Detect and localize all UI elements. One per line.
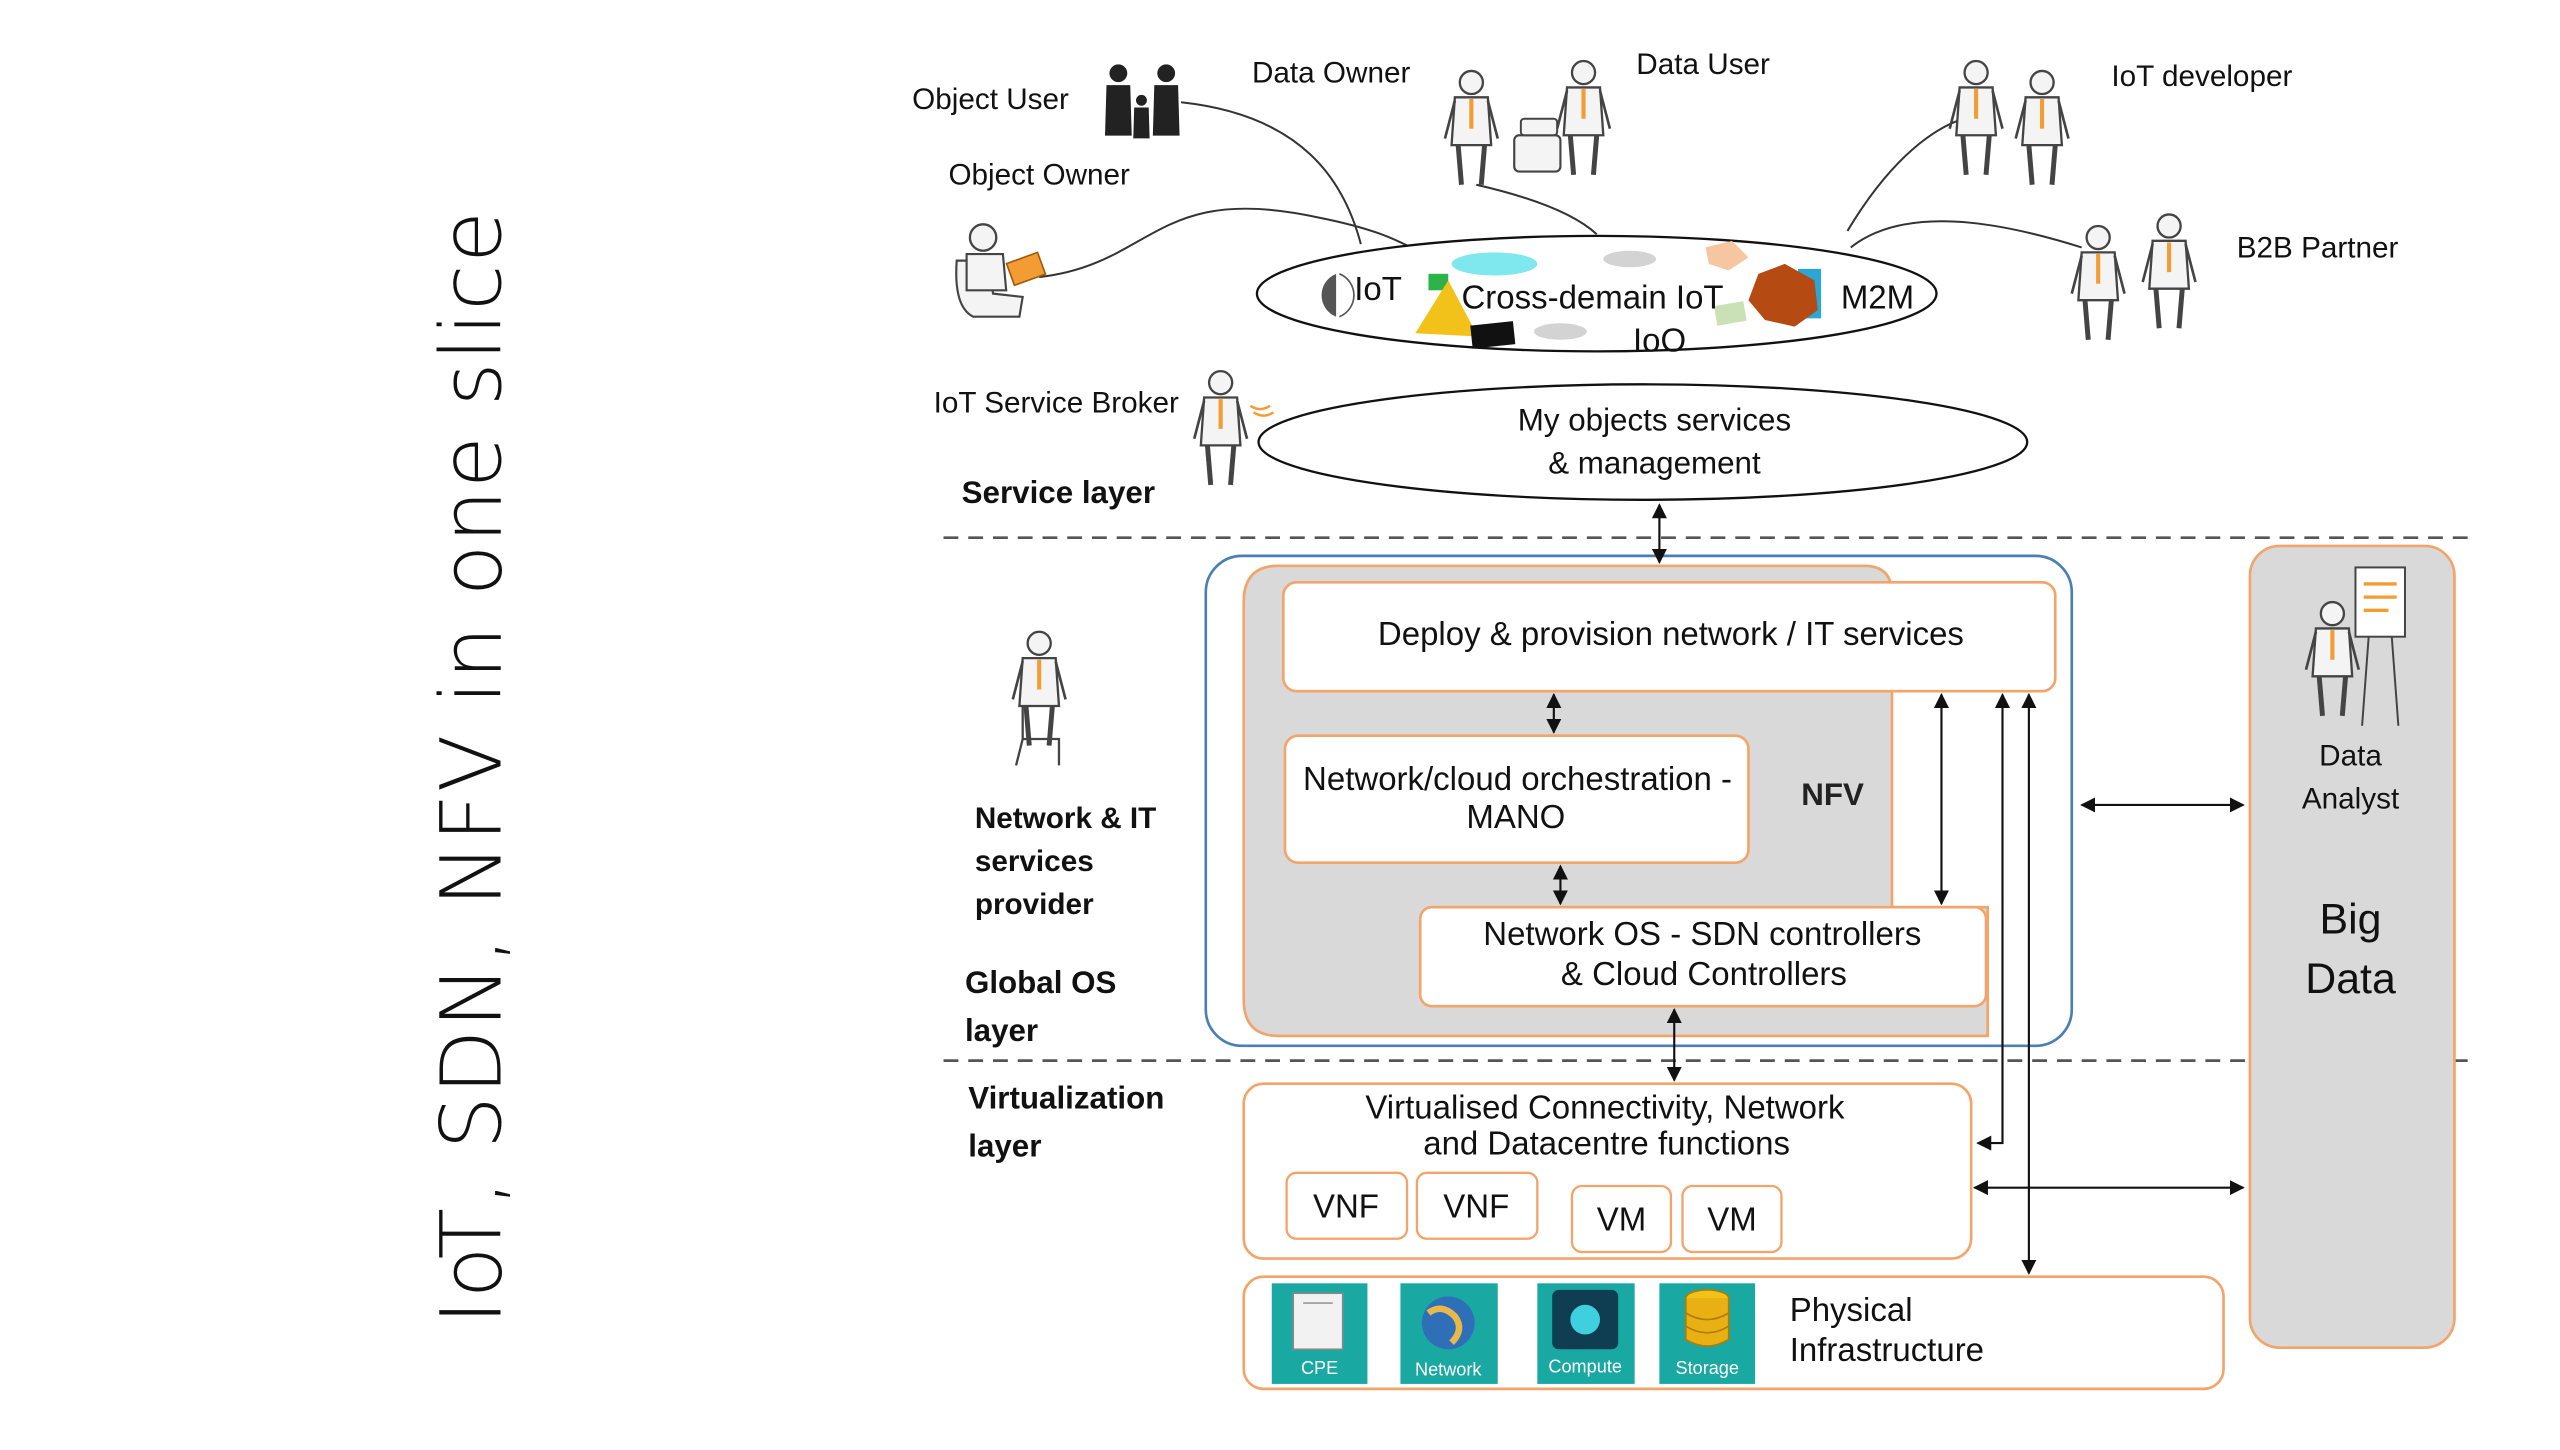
domain-ioo-label: IoO (1633, 321, 1686, 358)
svg-text:Storage: Storage (1675, 1358, 1738, 1378)
virtualization-label-line-2: layer (968, 1128, 1041, 1163)
network-provider-line-1: Network & IT (975, 802, 1156, 835)
virtualised-line-1: Virtualised Connectivity, Network (1365, 1088, 1845, 1125)
iot-domains-ellipse (1255, 234, 1938, 353)
physical-line-1: Physical (1790, 1291, 1913, 1328)
slide-title: IoT, SDN, NFV in one slice (424, 209, 523, 1325)
my-objects-line-1: My objects services (1518, 403, 1791, 438)
data-user-figure (1513, 61, 1610, 175)
data-analyst-line-2: Analyst (2302, 782, 2400, 815)
global-os-label-line-2: layer (965, 1013, 1038, 1048)
my-objects-line-2: & management (1548, 445, 1761, 480)
domain-cross-label: Cross-demain IoT (1461, 278, 1723, 315)
domain-iot-label: IoT (1354, 270, 1402, 307)
vnf-box-1 (1285, 1171, 1409, 1240)
svg-text:Network: Network (1415, 1360, 1482, 1380)
orchestration-line-2: MANO (1466, 798, 1565, 835)
iot-developer-figure (1950, 61, 2069, 185)
big-data-box (2248, 544, 2456, 1349)
deploy-box (1281, 580, 2057, 693)
object-owner-label: Object Owner (948, 159, 1130, 192)
virtualization-label-line-1: Virtualization (968, 1080, 1164, 1115)
iot-service-broker-figure (1194, 371, 1275, 485)
network-os-line-2: & Cloud Controllers (1561, 955, 1847, 992)
cpe-icon: CPE (1271, 1283, 1368, 1384)
object-owner-figure (955, 223, 1047, 318)
storage-icon: Storage (1659, 1283, 1756, 1384)
nfv-label: NFV (1801, 777, 1864, 812)
vm-label-1: VM (1597, 1201, 1646, 1238)
deploy-label: Deploy & provision network / IT services (1378, 615, 1964, 652)
iot-service-broker-label: IoT Service Broker (934, 386, 1179, 419)
network-icon: Network (1400, 1283, 1498, 1384)
svg-text:Compute: Compute (1548, 1356, 1622, 1376)
vnf-label-1: VNF (1313, 1187, 1379, 1224)
domain-m2m-label: M2M (1841, 278, 1914, 315)
vm-box-2 (1681, 1184, 1783, 1254)
data-analyst-line-1: Data (2319, 739, 2382, 772)
connector-arrows (1546, 503, 2245, 1275)
orchestration-line-1: Network/cloud orchestration - (1303, 760, 1732, 797)
network-provider-line-3: provider (975, 888, 1094, 921)
network-provider-line-2: services (975, 845, 1094, 878)
actor-connectors (1039, 101, 2082, 279)
network-provider-figure (1013, 632, 1066, 766)
service-layer-label: Service layer (962, 475, 1155, 510)
object-user-figure (1105, 64, 1180, 139)
compute-icon: Compute (1537, 1283, 1635, 1384)
vm-box-1 (1570, 1184, 1673, 1254)
data-owner-label: Data Owner (1252, 56, 1411, 89)
virtualised-line-2: and Datacentre functions (1423, 1125, 1790, 1162)
physical-line-2: Infrastructure (1790, 1331, 1984, 1368)
iot-developer-label: IoT developer (2111, 60, 2292, 93)
b2b-partner-label: B2B Partner (2237, 231, 2399, 264)
data-analyst-figure (2306, 566, 2406, 726)
orchestration-box (1283, 734, 1750, 865)
big-data-line-1: Big (2320, 896, 2382, 944)
svg-text:CPE: CPE (1301, 1358, 1338, 1378)
vnf-label-2: VNF (1443, 1187, 1509, 1224)
object-user-label: Object User (912, 83, 1069, 116)
vm-label-2: VM (1707, 1201, 1756, 1238)
data-owner-figure (1445, 71, 1498, 185)
data-user-label: Data User (1636, 48, 1770, 81)
my-objects-ellipse (1257, 383, 2029, 501)
vnf-box-2 (1415, 1171, 1539, 1240)
network-os-line-1: Network OS - SDN controllers (1483, 915, 1921, 952)
big-data-line-2: Data (2305, 955, 2396, 1003)
b2b-partner-figure (2072, 214, 2196, 339)
global-os-label-line-1: Global OS (965, 965, 1116, 1000)
